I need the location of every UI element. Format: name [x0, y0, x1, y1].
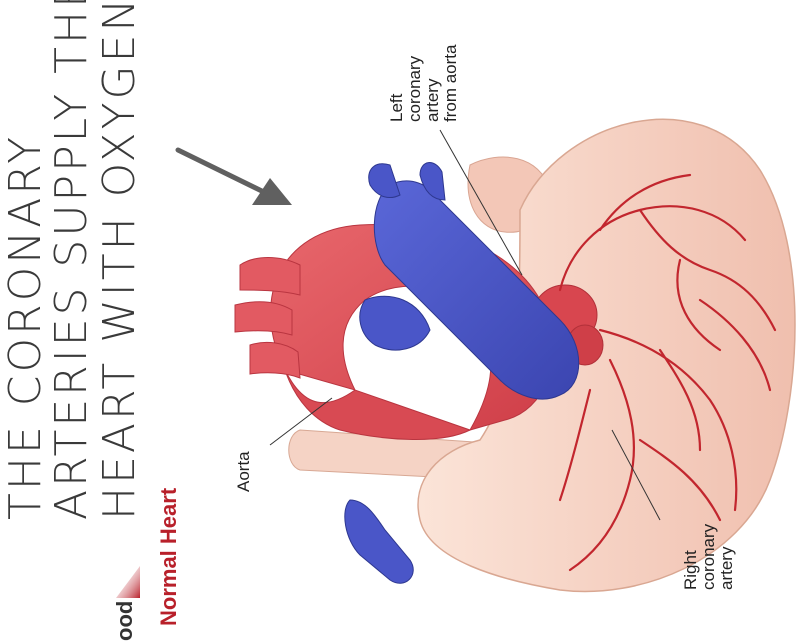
section-label: Normal Heart: [156, 488, 182, 626]
cut-label: ood: [112, 601, 138, 641]
label-left-coronary-3: artery: [424, 79, 442, 122]
title-line-2: ARTERIES SUPPLY THE: [50, 0, 94, 520]
section-marker-icon: [116, 566, 140, 598]
inferior-vein: [345, 500, 413, 583]
descending-aorta: [285, 370, 470, 439]
label-left-coronary-1: Left: [388, 94, 406, 122]
aorta-branch-2: [235, 302, 292, 335]
title-line-3: HEART WITH OXYGEN: [98, 0, 142, 520]
label-right-coronary-2: coronary: [700, 524, 718, 590]
aorta-branch-1: [240, 258, 300, 296]
label-right-coronary-1: Right: [682, 550, 700, 590]
pointer-arrow-line: [178, 150, 272, 196]
vein-ring-segment: [360, 296, 430, 350]
vein-branch-top-1: [369, 164, 400, 198]
label-aorta: Aorta: [235, 451, 253, 492]
label-left-coronary-4: from aorta: [442, 45, 460, 122]
label-right-coronary-3: artery: [718, 547, 736, 590]
title-line-1: THE CORONARY: [4, 134, 48, 520]
label-left-coronary-2: coronary: [406, 56, 424, 122]
